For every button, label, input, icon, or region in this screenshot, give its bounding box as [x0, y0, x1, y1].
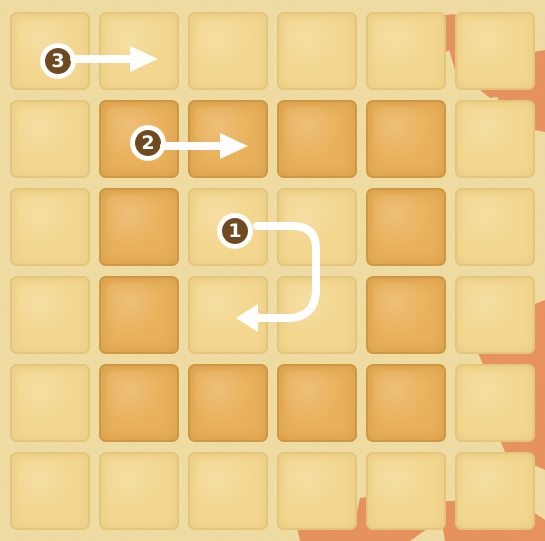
grid-tile-r1-c4	[366, 100, 446, 178]
grid-tile-r3-c2	[188, 276, 268, 354]
grid-tile-r5-c2	[188, 452, 268, 530]
grid-tile-r3-c1	[99, 276, 179, 354]
grid-tile-r0-c3	[277, 12, 357, 90]
step-2-number: 2	[135, 130, 161, 156]
grid-tile-r5-c1	[99, 452, 179, 530]
grid-tile-r4-c0	[10, 364, 90, 442]
grid-tile-r2-c1	[99, 188, 179, 266]
grid-tile-r4-c1	[99, 364, 179, 442]
grid-tile-r5-c4	[366, 452, 446, 530]
step-3-number: 3	[45, 48, 71, 74]
grid-tile-r3-c3	[277, 276, 357, 354]
grid-tile-r5-c5	[455, 452, 535, 530]
grid-tile-r1-c0	[10, 100, 90, 178]
grid-tile-r5-c3	[277, 452, 357, 530]
grid-tile-r3-c4	[366, 276, 446, 354]
step-3-right-arrow-icon	[70, 44, 160, 74]
grid-tile-r3-c5	[455, 276, 535, 354]
grid-tile-r4-c3	[277, 364, 357, 442]
grid-tile-r0-c4	[366, 12, 446, 90]
grid-tile-r1-c5	[455, 100, 535, 178]
step-1-number: 1	[222, 218, 248, 244]
grid-tile-r2-c0	[10, 188, 90, 266]
tile-grid	[10, 12, 545, 541]
step-1-marker: 1	[218, 214, 252, 248]
grid-tile-r4-c4	[366, 364, 446, 442]
grid-tile-r4-c5	[455, 364, 535, 442]
grid-tile-r2-c4	[366, 188, 446, 266]
grid-tile-r3-c0	[10, 276, 90, 354]
grid-tile-r2-c5	[455, 188, 535, 266]
grid-tile-r5-c0	[10, 452, 90, 530]
step-2-right-arrow-icon	[160, 131, 250, 161]
grid-tile-r4-c2	[188, 364, 268, 442]
grid-tile-r0-c5	[455, 12, 535, 90]
grid-tile-r0-c2	[188, 12, 268, 90]
grid-tile-r1-c3	[277, 100, 357, 178]
grid-tile-r2-c3	[277, 188, 357, 266]
